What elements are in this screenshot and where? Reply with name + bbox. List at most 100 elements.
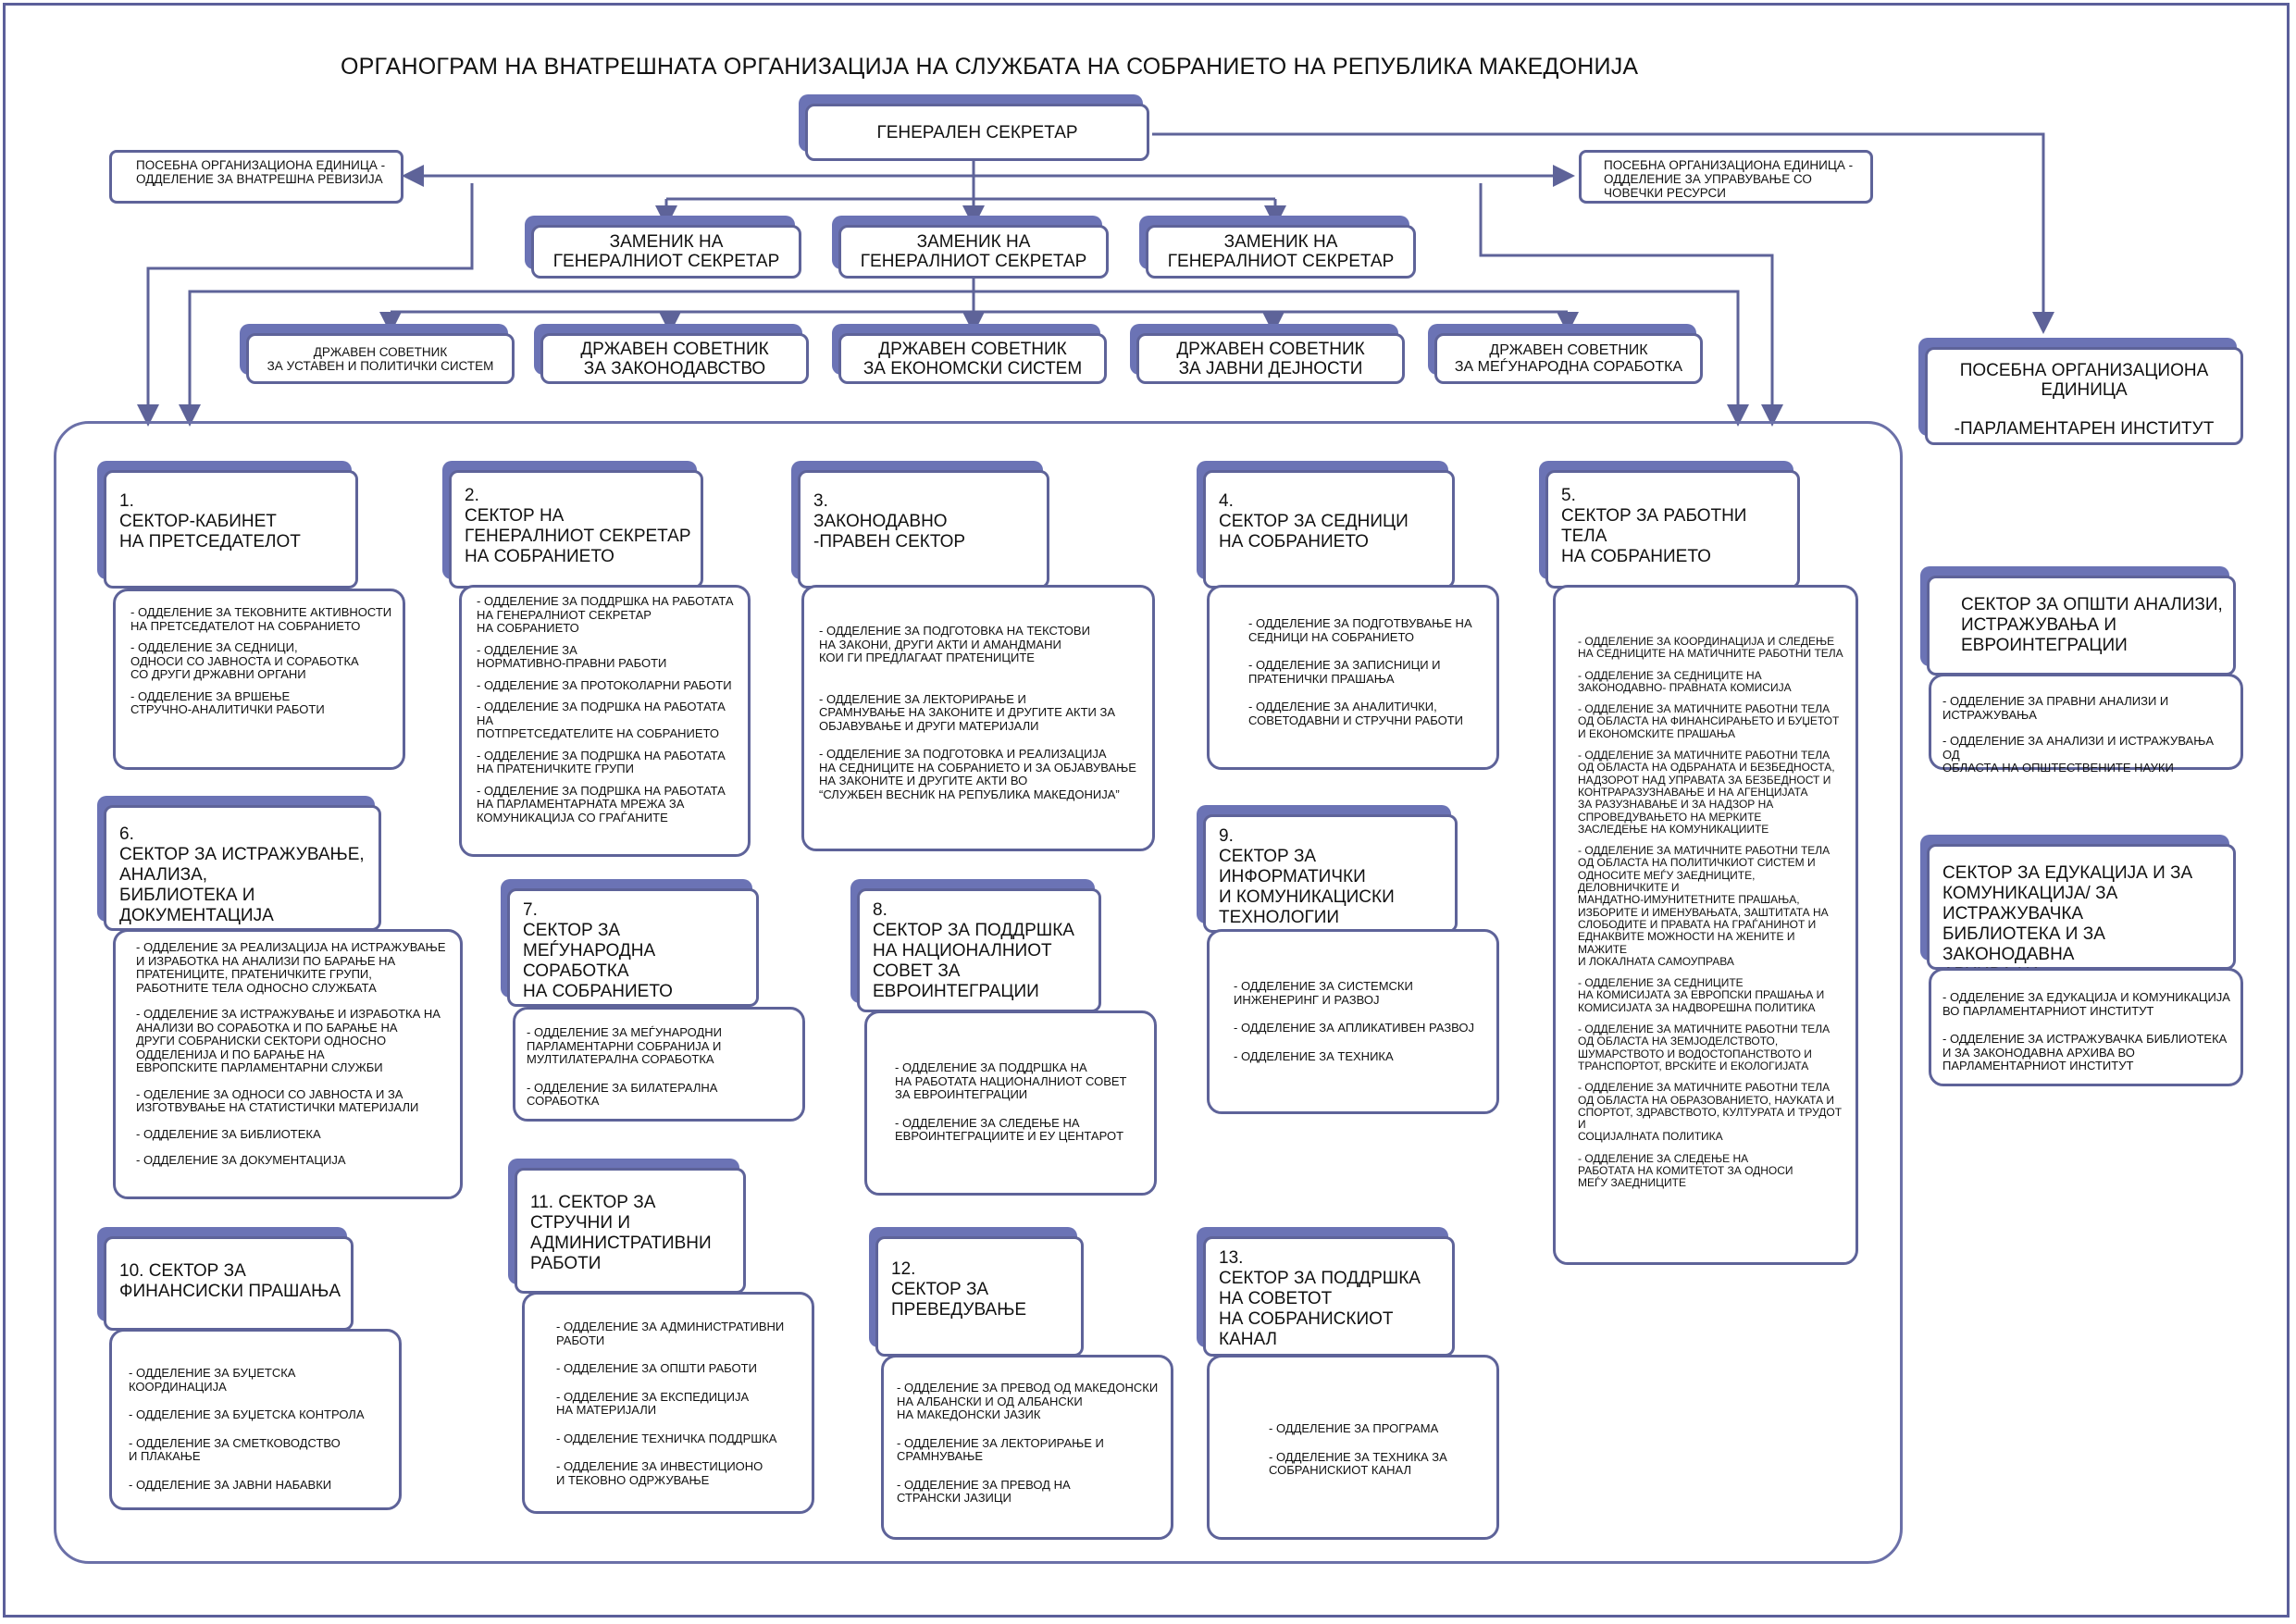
deputy-box-1: ЗАМЕНИК НА ГЕНЕРАЛНИОТ СЕКРЕТАР — [531, 225, 801, 279]
department-item: - ОДДЕЛЕНИЕ ЗА ДОКУМЕНТАЦИЈА — [136, 1153, 346, 1167]
sector-8-header: 8. СЕКТОР ЗА ПОДДРШКА НА НАЦИОНАЛНИОТ СО… — [857, 888, 1101, 1012]
sector-3-departments: - ОДДЕЛЕНИЕ ЗА ПОДГОТОВКА НА ТЕКСТОВИ НА… — [801, 585, 1155, 851]
advisor-label-public: ДРЖАВЕН СОВЕТНИК ЗА ЈАВНИ ДЕЈНОСТИ — [1176, 339, 1365, 378]
department-item: - ОДДЕЛЕНИЕ ЗА ПРАВНИ АНАЛИЗИ И ИСТРАЖУВ… — [1942, 694, 2169, 722]
secretary-general-box: ГЕНЕРАЛЕН СЕКРЕТАР — [805, 104, 1149, 161]
sector-12-departments: - ОДДЕЛЕНИЕ ЗА ПРЕВОД ОД МАКЕДОНСКИ НА А… — [881, 1355, 1173, 1540]
sector-5-departments: - ОДДЕЛЕНИЕ ЗА КООРДИНАЦИЈА И СЛЕДЕЊЕ НА… — [1553, 585, 1858, 1265]
department-item: - ОДДЕЛЕНИЕ ЗА РЕАЛИЗАЦИЈА НА ИСТРАЖУВАЊ… — [136, 940, 446, 995]
parliamentary-institute-box: ПОСЕБНА ОРГАНИЗАЦИОНА ЕДИНИЦА -ПАРЛАМЕНТ… — [1925, 347, 2243, 445]
department-item: - ОДДЕЛЕНИЕ ЗА ПРЕВОД НА СТРАНСКИ ЈАЗИЦИ — [897, 1477, 1071, 1505]
institute-sector-2-header: СЕКТОР ЗА ЕДУКАЦИЈА И ЗА КОМУНИКАЦИЈА/ З… — [1927, 844, 2236, 1025]
department-item: - ОДДЕЛЕНИЕ ЗА СМЕТКОВОДСТВО И ПЛАКАЊЕ — [129, 1435, 341, 1463]
sector-4-departments: - ОДДЕЛЕНИЕ ЗА ПОДГОТВУВАЊЕ НА СЕДНИЦИ Н… — [1207, 585, 1499, 770]
department-item: - ОДДЕЛЕНИЕ ЗА ПОДДРШКА НА НА РАБОТАТА Н… — [895, 1060, 1127, 1101]
advisor-box-constitutional: ДРЖАВЕН СОВЕТНИК ЗА УСТАВЕН И ПОЛИТИЧКИ … — [246, 333, 515, 384]
sector-13-header: 13. СЕКТОР ЗА ПОДДРШКА НА СОВЕТОТ НА СОБ… — [1203, 1236, 1455, 1357]
sector-5-header: 5. СЕКТОР ЗА РАБОТНИ ТЕЛА НА СОБРАНИЕТО — [1545, 470, 1800, 589]
department-item: - ОДДЕЛЕНИЕ ЗА АДМИНИСТРАТИВНИ РАБОТИ — [556, 1320, 785, 1347]
sector-7-header: 7. СЕКТОР ЗА МЕЃУНАРОДНА СОРАБОТКА НА СО… — [507, 888, 759, 1007]
department-item: - ОДДЕЛЕНИЕ ЗА ПРЕВОД ОД МАКЕДОНСКИ НА А… — [897, 1381, 1159, 1421]
department-item: - ОДДЕЛЕНИЕ ЗА КООРДИНАЦИЈА И СЛЕДЕЊЕ НА… — [1578, 635, 1843, 661]
advisor-box-legislation: ДРЖАВЕН СОВЕТНИК ЗА ЗАКОНОДАВСТВО — [540, 333, 809, 384]
department-item: - ОДДЕЛЕНИЕ ЗА ПОДРШКА НА РАБОТАТА НА ПР… — [477, 748, 726, 775]
sector-7-title: 7. СЕКТОР ЗА МЕЃУНАРОДНА СОРАБОТКА НА СО… — [523, 900, 673, 1001]
special-unit-internal-audit: ПОСЕБНА ОРГАНИЗАЦИОНА ЕДИНИЦА - ОДДЕЛЕНИ… — [109, 150, 403, 204]
sector-6-title: 6. СЕКТОР ЗА ИСТРАЖУВАЊЕ, АНАЛИЗА, БИБЛИ… — [119, 824, 365, 925]
sector-4-header: 4. СЕКТОР ЗА СЕДНИЦИ НА СОБРАНИЕТО — [1203, 470, 1455, 589]
department-item: - ОДДЕЛЕНИЕ ЗА ЕКСПЕДИЦИЈА НА МАТЕРИЈАЛИ — [556, 1389, 750, 1417]
advisor-box-international: ДРЖАВЕН СОВЕТНИК ЗА МЕЃУНАРОДНА СОРАБОТК… — [1434, 333, 1703, 384]
advisor-label-legislation: ДРЖАВЕН СОВЕТНИК ЗА ЗАКОНОДАВСТВО — [580, 339, 769, 378]
institute-sector-1-header: СЕКТОР ЗА ОПШТИ АНАЛИЗИ, ИСТРАЖУВАЊА И Е… — [1927, 576, 2236, 676]
sector-12-header: 12. СЕКТОР ЗА ПРЕВЕДУВАЊЕ — [875, 1236, 1084, 1357]
department-item: - ОДДЕЛЕНИЕ ЗА ЛЕКТОРИРАЊЕ И СРАМНУВАЊЕ … — [819, 691, 1116, 733]
department-item: - ОДДЕЛЕНИЕ ЗА БИЛАТЕРАЛНА СОРАБОТКА — [527, 1080, 718, 1108]
sector-1-title: 1. СЕКТОР-КАБИНЕТ НА ПРЕТСЕДАТЕЛОТ — [119, 491, 301, 552]
department-item: - ОДДЕЛЕНИЕ ЗА ТЕХНИКА — [1234, 1048, 1394, 1063]
special-unit-human-resources: ПОСЕБНА ОРГАНИЗАЦИОНА ЕДИНИЦА - ОДДЕЛЕНИ… — [1579, 150, 1873, 204]
department-item: - ОДДЕЛЕНИЕ ЗА ПОДРШКА НА РАБОТАТА НА ПА… — [477, 783, 726, 824]
special-unit-internal-audit-label: ПОСЕБНА ОРГАНИЗАЦИОНА ЕДИНИЦА - ОДДЕЛЕНИ… — [136, 158, 386, 186]
department-item: - ОДДЕЛЕНИЕ ЗА ПОДДРШКА НА РАБОТАТА НА Г… — [477, 594, 734, 635]
sector-13-title: 13. СЕКТОР ЗА ПОДДРШКА НА СОВЕТОТ НА СОБ… — [1219, 1248, 1421, 1349]
sector-10-header: 10. СЕКТОР ЗА ФИНАНСИСКИ ПРАШАЊА — [104, 1236, 354, 1331]
sector-11-title: 11. СЕКТОР ЗА СТРУЧНИ И АДМИНИСТРАТИВНИ … — [530, 1193, 712, 1273]
department-item: - ОДДЕЛЕНИЕ ЗА ТЕХНИКА ЗА СОБРАНИСКИОТ К… — [1269, 1449, 1447, 1477]
department-item: - ОДДЕЛЕНИЕ ЗА ЛЕКТОРИРАЊЕ И СРАМНУВАЊЕ — [897, 1435, 1104, 1463]
sector-1-header: 1. СЕКТОР-КАБИНЕТ НА ПРЕТСЕДАТЕЛОТ — [104, 470, 358, 589]
sector-4-title: 4. СЕКТОР ЗА СЕДНИЦИ НА СОБРАНИЕТО — [1219, 491, 1409, 552]
department-item: - ОДДЕЛЕНИЕ ЗА АНАЛИЗИ И ИСТРАЖУВАЊА ОД … — [1942, 734, 2215, 775]
parliamentary-institute-label: ПОСЕБНА ОРГАНИЗАЦИОНА ЕДИНИЦА -ПАРЛАМЕНТ… — [1954, 361, 2215, 439]
sector-9-departments: - ОДДЕЛЕНИЕ ЗА СИСТЕМСКИ ИНЖЕНЕРИНГ И РА… — [1207, 929, 1499, 1114]
special-unit-human-resources-label: ПОСЕБНА ОРГАНИЗАЦИОНА ЕДИНИЦА - ОДДЕЛЕНИ… — [1604, 158, 1854, 200]
sector-5-title: 5. СЕКТОР ЗА РАБОТНИ ТЕЛА НА СОБРАНИЕТО — [1561, 486, 1747, 566]
page-frame — [3, 3, 2290, 1618]
sector-7-departments: - ОДДЕЛЕНИЕ ЗА МЕЃУНАРОДНИ ПАРЛАМЕНТАРНИ… — [513, 1007, 805, 1122]
advisor-box-economic: ДРЖАВЕН СОВЕТНИК ЗА ЕКОНОМСКИ СИСТЕМ — [838, 333, 1107, 384]
institute-sector-1-departments: - ОДДЕЛЕНИЕ ЗА ПРАВНИ АНАЛИЗИ И ИСТРАЖУВ… — [1929, 674, 2243, 775]
department-item: - ОДДЕЛЕНИЕ ЗА ПОДРШКА НА РАБОТАТА НА ПО… — [477, 700, 726, 740]
department-item: - ОДДЕЛЕНИЕ ЗА ОПШТИ РАБОТИ — [556, 1361, 757, 1375]
advisor-label-economic: ДРЖАВЕН СОВЕТНИК ЗА ЕКОНОМСКИ СИСТЕМ — [863, 339, 1083, 378]
advisor-label-international: ДРЖАВЕН СОВЕТНИК ЗА МЕЃУНАРОДНА СОРАБОТК… — [1454, 341, 1683, 375]
department-item: - ОДДЕЛЕНИЕ ЗА МАТИЧНИТЕ РАБОТНИ ТЕЛА ОД… — [1578, 844, 1831, 968]
department-item: - ОДДЕЛЕНИЕ ЗА СЕДНИЦИ, ОДНОСИ СО ЈАВНОС… — [130, 640, 359, 681]
department-item: - ОДДЕЛЕНИЕ ЗА ПРОТОКОЛАРНИ РАБОТИ — [477, 677, 732, 692]
sector-10-departments: - ОДДЕЛЕНИЕ ЗА БУЏЕТСКА КООРДИНАЦИЈА - О… — [109, 1329, 402, 1510]
sector-1-departments: - ОДДЕЛЕНИЕ ЗА ТЕКОВНИТЕ АКТИВНОСТИ НА П… — [113, 589, 405, 770]
deputy-label-1: ЗАМЕНИК НА ГЕНЕРАЛНИОТ СЕКРЕТАР — [552, 232, 780, 271]
sector-13-departments: - ОДДЕЛЕНИЕ ЗА ПРОГРАМА - ОДДЕЛЕНИЕ ЗА Т… — [1207, 1355, 1499, 1540]
department-item: - ОДДЕЛЕНИЕ ЗА ИСТРАЖУВАЧКА БИБЛИОТЕКА И… — [1942, 1032, 2228, 1072]
department-item: - ОДДЕЛЕНИЕ ЗА МАТИЧНИТЕ РАБОТНИ ТЕЛА ОД… — [1578, 1023, 1831, 1072]
advisor-label-constitutional: ДРЖАВЕН СОВЕТНИК ЗА УСТАВЕН И ПОЛИТИЧКИ … — [267, 344, 494, 373]
department-item: - ОДДЕЛЕНИЕ ЗА АПЛИКАТИВЕН РАЗВОЈ — [1234, 1021, 1475, 1035]
department-item: - ОДДЕЛЕНИЕ ЗА ПРОГРАМА — [1269, 1421, 1439, 1435]
advisor-box-public: ДРЖАВЕН СОВЕТНИК ЗА ЈАВНИ ДЕЈНОСТИ — [1136, 333, 1405, 384]
sector-12-title: 12. СЕКТОР ЗА ПРЕВЕДУВАЊЕ — [891, 1259, 1027, 1320]
department-item: - ОДДЕЛЕНИЕ ЗА ИСТРАЖУВАЊЕ И ИЗРАБОТКА Н… — [136, 1007, 441, 1074]
sector-10-title: 10. СЕКТОР ЗА ФИНАНСИСКИ ПРАШАЊА — [119, 1261, 341, 1301]
department-item: - ОДДЕЛЕНИЕ ЗА ЕДУКАЦИЈА И КОМУНИКАЦИЈА … — [1942, 990, 2230, 1018]
sector-11-header: 11. СЕКТОР ЗА СТРУЧНИ И АДМИНИСТРАТИВНИ … — [515, 1168, 746, 1294]
department-item: - ОДДЕЛЕНИЕ ЗА ИНВЕСТИЦИОНО И ТЕКОВНО ОД… — [556, 1459, 763, 1487]
sector-8-title: 8. СЕКТОР ЗА ПОДДРШКА НА НАЦИОНАЛНИОТ СО… — [873, 900, 1074, 1001]
sector-6-departments: - ОДДЕЛЕНИЕ ЗА РЕАЛИЗАЦИЈА НА ИСТРАЖУВАЊ… — [113, 929, 463, 1199]
sector-9-title: 9. СЕКТОР ЗА ИНФОРМАТИЧКИ И КОМУНИКАЦИСК… — [1219, 826, 1395, 927]
department-item: - ОДДЕЛЕНИЕ ЗА ПОДГОТВУВАЊЕ НА СЕДНИЦИ Н… — [1248, 616, 1472, 644]
department-item: - ОДДЕЛЕНИЕ ЗА МАТИЧНИТЕ РАБОТНИ ТЕЛА ОД… — [1578, 1081, 1843, 1144]
deputy-label-2: ЗАМЕНИК НА ГЕНЕРАЛНИОТ СЕКРЕТАР — [860, 232, 1087, 271]
sectors-container — [54, 421, 1903, 1564]
institute-sector-2-departments: - ОДДЕЛЕНИЕ ЗА ЕДУКАЦИЈА И КОМУНИКАЦИЈА … — [1929, 968, 2243, 1086]
department-item: - ОДДЕЛЕНИЕ ЗА ПОДГОТОВКА И РЕАЛИЗАЦИЈА … — [819, 747, 1136, 801]
department-item: - ОДДЕЛЕНИЕ ЗА ЗАПИСНИЦИ И ПРАТЕНИЧКИ ПР… — [1248, 658, 1441, 686]
department-item: - ОДДЕЛЕНИЕ ЗА ВРШЕЊЕ СТРУЧНО-АНАЛИТИЧКИ… — [130, 688, 325, 716]
deputy-box-3: ЗАМЕНИК НА ГЕНЕРАЛНИОТ СЕКРЕТАР — [1146, 225, 1416, 279]
page-title: ОРГАНОГРАМ НА ВНАТРЕШНАТА ОРГАНИЗАЦИЈА Н… — [341, 54, 1639, 80]
sector-3-title: 3. ЗАКОНОДАВНО -ПРАВЕН СЕКТОР — [813, 491, 966, 552]
sector-6-header: 6. СЕКТОР ЗА ИСТРАЖУВАЊЕ, АНАЛИЗА, БИБЛИ… — [104, 805, 381, 931]
department-item: - ОДЕЛЕНИЕ ЗА ОДНОСИ СО ЈАВНОСТА И ЗА ИЗ… — [136, 1086, 419, 1114]
sector-2-header: 2. СЕКТОР НА ГЕНЕРАЛНИОТ СЕКРЕТАР НА СОБ… — [449, 470, 703, 589]
sector-9-header: 9. СЕКТОР ЗА ИНФОРМАТИЧКИ И КОМУНИКАЦИСК… — [1203, 814, 1458, 933]
